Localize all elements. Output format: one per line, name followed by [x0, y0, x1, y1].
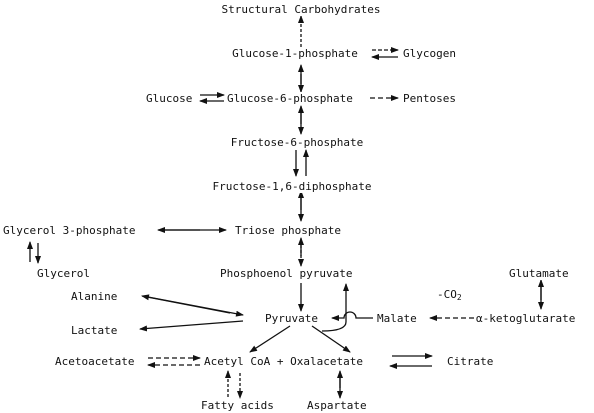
arrow-pyruvate-lactate [139, 320, 244, 332]
alpha-ketoglutarate-label: α-ketoglutarate [475, 312, 577, 325]
glutamate-label: Glutamate [508, 267, 570, 280]
arrow-pyruvate-oxalacetate [311, 325, 351, 353]
glucose-6-phosphate-label: Glucose-6-phosphate [226, 92, 354, 105]
glycogen-label: Glycogen [402, 47, 457, 60]
co2-label: -CO2 [436, 288, 463, 304]
citrate-label: Citrate [446, 355, 495, 368]
arrow-pyruvate-alanine [141, 294, 231, 314]
glucose-1-phosphate-label: Glucose-1-phosphate [231, 47, 359, 60]
pentoses-label: Pentoses [402, 92, 457, 105]
glucose-label: Glucose [145, 92, 194, 105]
fructose-6-phosphate-label: Fructose-6-phosphate [229, 136, 365, 149]
arrow-pyruvate-acetylcoa [249, 325, 291, 353]
fructose-1-6-diphosphate-label: Fructose-1,6-diphosphate [211, 180, 373, 193]
acetyl-coa-oxalacetate-label: Acetyl CoA + Oxalacetate [203, 355, 364, 368]
acetoacetate-label: Acetoacetate [54, 355, 136, 368]
glycerol-label: Glycerol [36, 267, 91, 280]
arrow-pyruvate-pep-loop [321, 283, 349, 332]
phosphoenol-pyruvate-label: Phosphoenol pyruvate [219, 267, 354, 280]
alanine-label: Alanine [70, 290, 119, 303]
triose-phosphate-label: Triose phosphate [234, 224, 342, 237]
aspartate-label: Aspartate [306, 399, 368, 412]
glycerol-3-phosphate-label: Glycerol 3-phosphate [2, 224, 137, 237]
structural-carbohydrates-label: Structural Carbohydrates [220, 3, 382, 16]
pyruvate-label: Pyruvate [264, 312, 319, 325]
malate-label: Malate [376, 312, 418, 325]
lactate-label: Lactate [70, 324, 119, 337]
fatty-acids-label: Fatty acids [200, 399, 275, 412]
arrow-malate-pyruvate [331, 311, 373, 321]
